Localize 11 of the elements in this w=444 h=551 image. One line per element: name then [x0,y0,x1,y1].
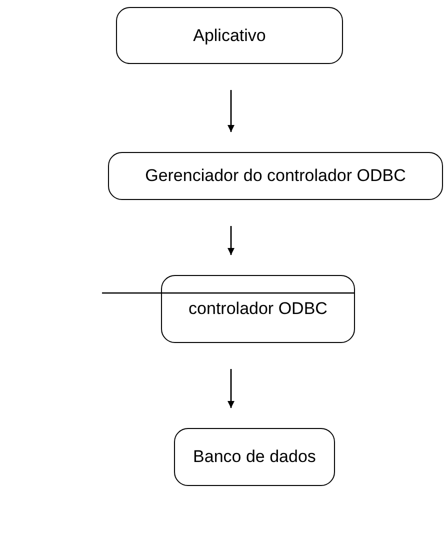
process-box [174,428,335,486]
arrow [228,90,234,132]
box-label: Aplicativo [193,26,266,46]
box-label: Gerenciador do controlador ODBC [145,166,406,186]
process-box [108,152,443,200]
arrow [228,226,234,255]
arrow [228,369,234,408]
process-box [161,275,355,343]
box-label: controlador ODBC [188,299,328,319]
process-box [116,7,343,64]
box-label: Banco de dados [193,447,316,467]
